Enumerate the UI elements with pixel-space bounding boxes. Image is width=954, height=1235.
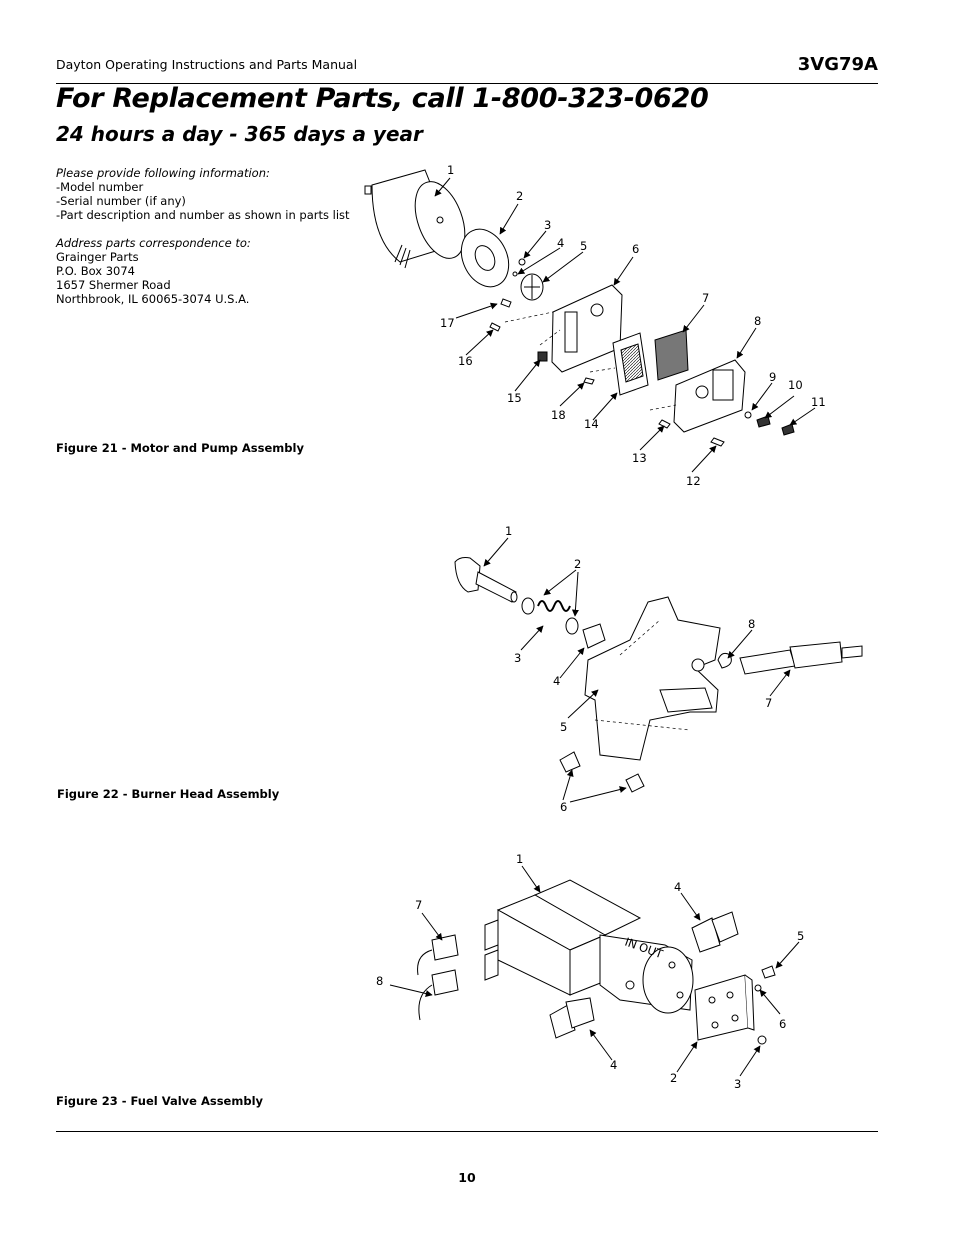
callout-label: 8 [376, 974, 383, 988]
callout-label: 6 [779, 1017, 786, 1031]
callout-label: 14 [584, 417, 599, 431]
address-line: 1657 Shermer Road [56, 278, 171, 292]
callout-label: 3 [514, 651, 521, 665]
figure-21-callouts: 1 2 3 4 5 6 7 8 9 10 11 12 13 14 15 16 1… [440, 163, 826, 488]
callout-label: 7 [415, 898, 422, 912]
callout-label: 2 [516, 189, 523, 203]
manual-title: Dayton Operating Instructions and Parts … [56, 57, 358, 72]
model-number: 3VG79A [797, 54, 878, 75]
callout-label: 11 [811, 395, 826, 409]
figure-21-motor-pump [364, 169, 816, 473]
callout-label: 1 [516, 852, 523, 866]
address-line: Northbrook, IL 60065-3074 U.S.A. [56, 292, 250, 306]
callout-label: 4 [553, 674, 560, 688]
callout-label: 1 [447, 163, 454, 177]
address-line: P.O. Box 3074 [56, 264, 135, 278]
figure-23-caption: Figure 23 - Fuel Valve Assembly [56, 1094, 264, 1108]
callout-label: 6 [560, 800, 567, 814]
provide-heading: Please provide following information: [56, 166, 270, 180]
callout-label: 15 [507, 391, 522, 405]
embossed-in: IN [623, 935, 639, 952]
callout-label: 8 [748, 617, 755, 631]
callout-label: 4 [557, 236, 564, 250]
callout-label: 5 [580, 239, 587, 253]
wire-connector-drawing [431, 934, 459, 961]
page-number: 10 [458, 1170, 476, 1185]
page-subtitle: 24 hours a day - 365 days a year [56, 122, 423, 146]
provide-item: -Serial number (if any) [56, 194, 186, 208]
callout-label: 2 [670, 1071, 677, 1085]
callout-label: 3 [734, 1077, 741, 1091]
callout-label: 10 [788, 378, 803, 392]
header-rule [56, 83, 878, 84]
callout-label: 4 [674, 880, 681, 894]
burner-head-drawing [584, 596, 721, 761]
callout-label: 5 [560, 720, 567, 734]
figure-22-callouts: 1 2 3 4 5 6 7 8 [505, 524, 772, 814]
footer-rule [56, 1131, 878, 1132]
provide-item: -Model number [56, 180, 144, 194]
info-block: Please provide following information: -M… [56, 166, 350, 306]
fitting-drawing [559, 751, 581, 773]
callout-label: 1 [505, 524, 512, 538]
callout-label: 7 [765, 696, 772, 710]
filter-drawing [654, 329, 689, 381]
nozzle-adapter-drawing [454, 557, 481, 593]
callout-label: 2 [574, 557, 581, 571]
callout-label: 18 [551, 408, 566, 422]
figure-22-caption: Figure 22 - Burner Head Assembly [57, 787, 280, 801]
electrode-drawing [789, 641, 843, 669]
callout-label: 4 [610, 1058, 617, 1072]
callout-label: 8 [754, 314, 761, 328]
callout-label: 12 [686, 474, 701, 488]
callout-label: 13 [632, 451, 647, 465]
callout-label: 9 [769, 370, 776, 384]
figure-22-burner-head [454, 537, 863, 803]
bracket-drawing [694, 974, 749, 1041]
address-heading: Address parts correspondence to: [56, 236, 251, 250]
callout-label: 7 [702, 291, 709, 305]
spring-drawing [537, 600, 571, 612]
fitting-drawing [691, 917, 721, 953]
callout-label: 6 [632, 242, 639, 256]
pump-body-drawing [551, 284, 623, 373]
callout-label: 5 [797, 929, 804, 943]
figure-21-caption: Figure 21 - Motor and Pump Assembly [56, 441, 304, 455]
callout-label: 17 [440, 316, 455, 330]
motor-drawing [364, 169, 466, 269]
figure-23-fuel-valve [389, 865, 800, 1077]
callout-label: 16 [458, 354, 473, 368]
callout-label: 3 [544, 218, 551, 232]
address-line: Grainger Parts [56, 250, 139, 264]
provide-item: -Part description and number as shown in… [56, 208, 350, 222]
page-title: For Replacement Parts, call 1-800-323-06… [56, 83, 709, 114]
